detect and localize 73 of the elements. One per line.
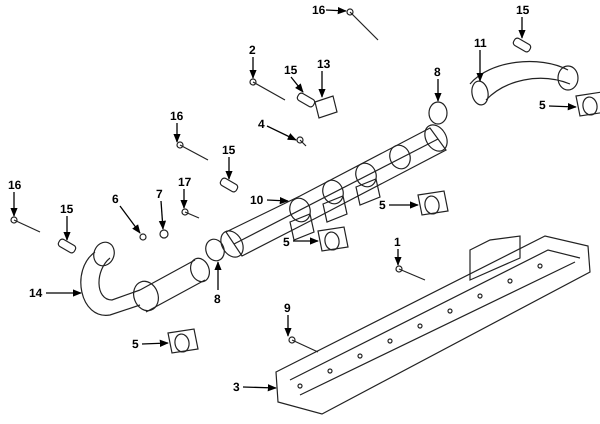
bolt-drawing [10,216,40,233]
callout-number: 9 [284,302,291,314]
elbow-pipe-drawing [80,242,210,316]
leader-arrow [518,17,526,39]
cover-plate-drawing [275,235,591,415]
gasket-drawing [317,226,349,252]
leader-arrow [266,196,289,204]
bolt-drawing [176,141,208,161]
stud-drawing [249,78,286,101]
leader-arrow [394,249,402,266]
leader-arrow [46,289,82,297]
leader-arrow [242,384,277,392]
leader-arrow [290,76,304,93]
bolt-drawing [296,136,306,146]
leader-arrow [284,315,292,337]
leader-arrow [173,123,181,143]
callout-number: 13 [317,58,330,70]
leader-arrow [389,201,419,209]
leader-arrow [180,189,188,209]
leader-arrow [119,206,141,234]
callout-number: 15 [284,64,298,76]
bolt-drawing [346,8,378,40]
gasket-drawing [417,190,449,216]
callout-number: 5 [539,99,546,111]
callout-number: 11 [474,37,487,49]
nut [159,229,169,239]
bolt-drawing [395,265,426,281]
callout-number: 8 [214,293,221,305]
leader-arrow [225,157,233,180]
leader-arrow [10,192,18,217]
callout-number: 5 [283,236,290,248]
leader-arrow [249,57,257,79]
callout-number: 8 [434,66,441,78]
callout-number: 5 [379,199,386,211]
leader-arrow [434,79,442,102]
callout-number: 5 [132,338,139,350]
gasket-drawing [575,91,600,117]
o-ring [428,101,448,125]
leader-arrow [326,6,347,14]
callout-number: 4 [258,118,265,130]
spacer [512,36,532,54]
leader-arrow [63,216,71,241]
leader-arrow [318,71,326,98]
leader-arrow [214,261,222,290]
gasket-drawing [167,328,199,354]
callout-number: 2 [249,44,256,56]
callout-number: 7 [156,188,163,200]
spacer [296,91,316,109]
nut [139,233,147,241]
callout-number: 6 [112,193,119,205]
callout-number: 14 [29,287,42,299]
callout-number: 16 [312,4,326,16]
leader-arrow [293,237,319,245]
callout-number: 15 [222,144,236,156]
callout-number: 16 [170,110,184,122]
leader-arrow [548,103,577,110]
callout-number: 3 [233,381,240,393]
leader-arrow [476,50,484,82]
callout-number: 1 [394,236,401,248]
leader-arrow [266,125,297,141]
o-ring [205,238,225,262]
pin-drawing [181,208,200,219]
callout-number: 15 [60,203,74,215]
spacer [218,176,240,194]
bolt-drawing [288,336,318,353]
callout-number: 17 [178,176,192,188]
callout-number: 15 [516,4,530,16]
callout-number: 10 [250,194,264,206]
callout-number: 16 [8,179,22,191]
leader-arrow [142,340,169,347]
spacer [56,237,78,255]
leader-arrow [158,200,166,230]
clamp-drawing [314,95,338,119]
